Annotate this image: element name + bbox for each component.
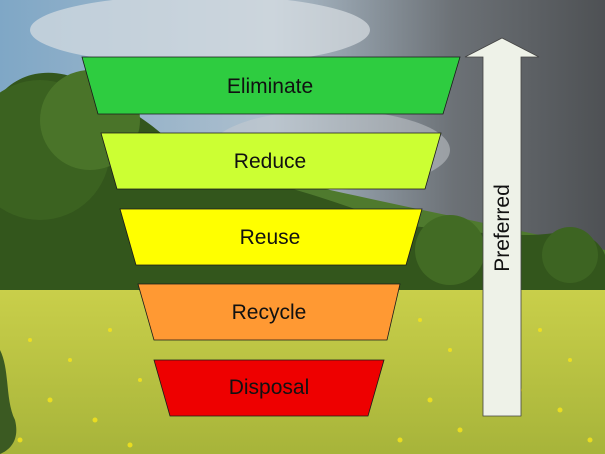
tier-reduce: Reduce — [100, 132, 442, 190]
arrow-label: Preferred — [491, 184, 514, 272]
tier-recycle: Recycle — [137, 283, 401, 341]
cloud — [30, 0, 370, 65]
hierarchy-funnel: Eliminate Reduce Reuse Recycle Disposal — [81, 56, 461, 417]
tier-label: Recycle — [232, 301, 307, 324]
buttercups — [17, 318, 593, 448]
preferred-arrow: Preferred — [464, 37, 540, 417]
tier-shape — [119, 208, 423, 266]
foreground-weeds — [0, 350, 17, 454]
tree — [415, 215, 485, 285]
tier-shape — [81, 56, 461, 115]
tier-reuse: Reuse — [119, 208, 423, 266]
tier-shape — [137, 283, 401, 341]
tier-label: Reduce — [234, 150, 306, 173]
tier-shape — [153, 359, 385, 417]
tier-disposal: Disposal — [153, 359, 385, 417]
tree — [542, 227, 598, 283]
tier-label: Reuse — [240, 226, 301, 249]
tier-label: Eliminate — [227, 75, 313, 98]
tier-eliminate: Eliminate — [81, 56, 461, 115]
tier-label: Disposal — [229, 376, 310, 399]
arrow-shape — [464, 37, 540, 417]
tier-shape — [100, 132, 442, 190]
